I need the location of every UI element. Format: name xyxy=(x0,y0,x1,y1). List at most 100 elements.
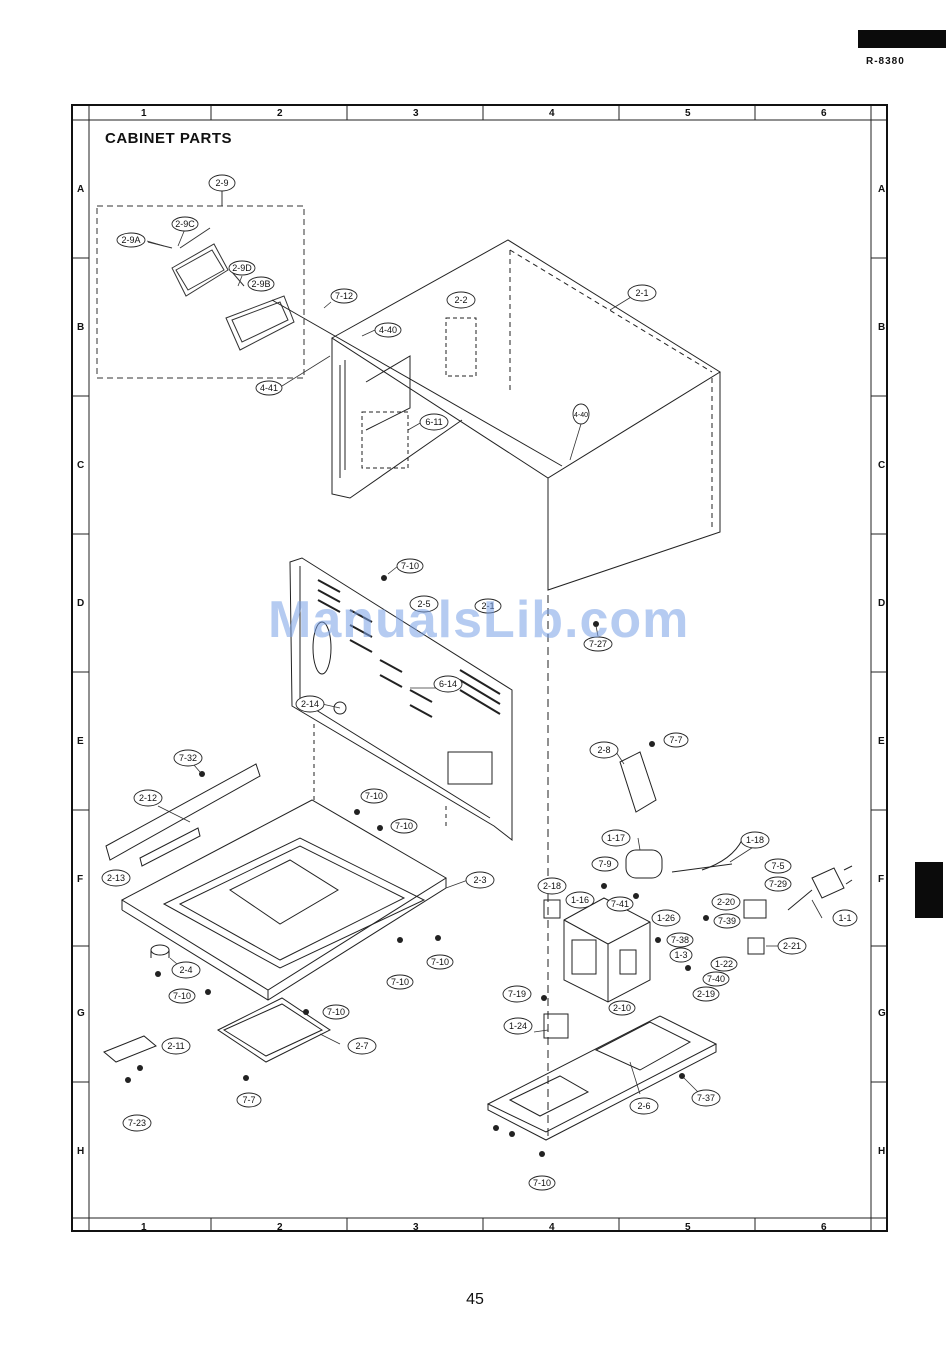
svg-text:7-10: 7-10 xyxy=(391,977,409,987)
callout-2-20: 2-20 xyxy=(711,893,741,911)
svg-text:2-9D: 2-9D xyxy=(232,263,252,273)
callout-2-7: 2-7 xyxy=(347,1037,377,1055)
callout-7-7-a: 7-7 xyxy=(236,1092,262,1108)
callout-2-10: 2-10 xyxy=(608,1000,636,1016)
callout-2-21: 2-21 xyxy=(777,937,807,955)
svg-text:7-40: 7-40 xyxy=(707,974,725,984)
row-label-right-e: E xyxy=(878,736,885,747)
svg-text:7-19: 7-19 xyxy=(508,989,526,999)
svg-text:2-12: 2-12 xyxy=(139,793,157,803)
svg-text:7-5: 7-5 xyxy=(771,861,784,871)
door-assembly-box xyxy=(96,205,305,379)
callout-7-5: 7-5 xyxy=(764,858,792,874)
callout-1-17: 1-17 xyxy=(601,829,631,847)
row-label-left-h: H xyxy=(77,1146,85,1157)
row-label-right-b: B xyxy=(878,322,886,333)
row-label-right-f: F xyxy=(878,874,885,885)
col-label-top-5: 5 xyxy=(685,108,691,119)
svg-text:2-3: 2-3 xyxy=(473,875,486,885)
svg-text:7-7: 7-7 xyxy=(669,735,682,745)
callout-2-12: 2-12 xyxy=(133,789,163,807)
svg-text:7-37: 7-37 xyxy=(697,1093,715,1103)
svg-text:7-10: 7-10 xyxy=(327,1007,345,1017)
callout-7-41: 7-41 xyxy=(606,896,634,912)
callout-2-14: 2-14 xyxy=(295,695,325,713)
row-label-left-e: E xyxy=(77,736,84,747)
callout-7-10-c: 7-10 xyxy=(390,818,418,834)
svg-text:7-10: 7-10 xyxy=(173,991,191,1001)
callout-7-7-b: 7-7 xyxy=(663,732,689,748)
model-number: R-8380 xyxy=(866,56,905,67)
svg-text:1-18: 1-18 xyxy=(746,835,764,845)
svg-text:7-29: 7-29 xyxy=(769,879,787,889)
callout-2-8: 2-8 xyxy=(589,741,619,759)
col-label-bottom-3: 3 xyxy=(413,1222,419,1233)
callout-7-37: 7-37 xyxy=(691,1089,721,1107)
svg-text:4-40: 4-40 xyxy=(379,325,397,335)
callout-2-9: 2-9 xyxy=(208,174,236,192)
svg-text:2-21: 2-21 xyxy=(783,941,801,951)
cabinet-case xyxy=(271,239,721,1140)
callout-2-9b: 2-9B xyxy=(247,276,275,292)
callout-7-32: 7-32 xyxy=(173,749,203,767)
callout-4-40-b: 4-40 xyxy=(572,403,590,425)
callout-2-11: 2-11 xyxy=(161,1037,191,1055)
svg-text:2-1: 2-1 xyxy=(481,601,494,611)
callout-2-9a: 2-9A xyxy=(116,232,146,248)
svg-text:2-13: 2-13 xyxy=(107,873,125,883)
callout-2-9c: 2-9C xyxy=(171,216,199,232)
svg-text:2-8: 2-8 xyxy=(597,745,610,755)
callout-7-19: 7-19 xyxy=(502,985,532,1003)
svg-text:1-3: 1-3 xyxy=(674,950,687,960)
callout-7-10-d: 7-10 xyxy=(168,988,196,1004)
svg-text:2-10: 2-10 xyxy=(613,1003,631,1013)
svg-text:7-41: 7-41 xyxy=(611,899,629,909)
callout-7-10-g: 7-10 xyxy=(322,1004,350,1020)
col-label-bottom-6: 6 xyxy=(821,1222,827,1233)
svg-text:1-22: 1-22 xyxy=(715,959,733,969)
svg-text:7-23: 7-23 xyxy=(128,1118,146,1128)
page-number: 45 xyxy=(466,1291,484,1308)
callout-7-23: 7-23 xyxy=(122,1114,152,1132)
svg-text:2-9: 2-9 xyxy=(215,178,228,188)
svg-text:2-2: 2-2 xyxy=(454,295,467,305)
row-label-left-b: B xyxy=(77,322,85,333)
svg-text:2-4: 2-4 xyxy=(179,965,192,975)
row-label-left-f: F xyxy=(77,874,84,885)
row-label-left-g: G xyxy=(77,1008,85,1019)
svg-text:7-39: 7-39 xyxy=(718,916,736,926)
svg-text:2-9C: 2-9C xyxy=(175,219,195,229)
callout-7-38: 7-38 xyxy=(666,932,694,948)
svg-text:7-38: 7-38 xyxy=(671,935,689,945)
diagram-frame xyxy=(71,104,888,1232)
svg-text:1-26: 1-26 xyxy=(657,913,675,923)
callout-7-10-a: 7-10 xyxy=(396,558,424,574)
svg-text:6-11: 6-11 xyxy=(425,417,442,427)
svg-text:7-10: 7-10 xyxy=(395,821,413,831)
callout-7-10-h: 7-10 xyxy=(528,1175,556,1191)
svg-text:7-32: 7-32 xyxy=(179,753,197,763)
callout-7-10-e: 7-10 xyxy=(386,974,414,990)
callout-2-4: 2-4 xyxy=(171,961,201,979)
svg-text:2-7: 2-7 xyxy=(355,1041,368,1051)
svg-text:1-16: 1-16 xyxy=(571,895,589,905)
svg-text:1-24: 1-24 xyxy=(509,1021,527,1031)
col-label-top-6: 6 xyxy=(821,108,827,119)
col-label-top-2: 2 xyxy=(277,108,283,119)
svg-text:2-1: 2-1 xyxy=(635,288,648,298)
svg-text:2-14: 2-14 xyxy=(301,699,319,709)
page-title: CABINET PARTS xyxy=(105,130,233,147)
callout-2-1: 2-1 xyxy=(627,284,657,302)
svg-text:2-18: 2-18 xyxy=(543,881,561,891)
svg-text:7-10: 7-10 xyxy=(431,957,449,967)
callout-1-1: 1-1 xyxy=(832,909,858,927)
callout-1-24: 1-24 xyxy=(503,1017,533,1035)
callout-2-9d: 2-9D xyxy=(228,260,256,276)
row-label-right-a: A xyxy=(878,184,886,195)
callout-1-26: 1-26 xyxy=(651,909,681,927)
callout-7-12: 7-12 xyxy=(330,288,358,304)
col-label-top-3: 3 xyxy=(413,108,419,119)
callout-2-6: 2-6 xyxy=(629,1097,659,1115)
svg-text:1-1: 1-1 xyxy=(838,913,851,923)
